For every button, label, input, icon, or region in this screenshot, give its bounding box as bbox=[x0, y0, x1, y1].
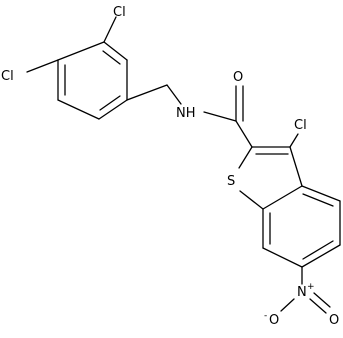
bond bbox=[203, 111, 237, 122]
atom-label-nh: NH bbox=[176, 106, 196, 121]
bond bbox=[98, 99, 128, 120]
dichlorophenyl-ring bbox=[57, 41, 128, 120]
bond bbox=[166, 84, 182, 105]
atom-label-s: S bbox=[227, 174, 235, 189]
charge-label-n-plus: + bbox=[307, 282, 315, 292]
bond bbox=[103, 41, 128, 61]
bond bbox=[301, 185, 341, 202]
bond bbox=[26, 59, 59, 73]
bond bbox=[239, 190, 264, 210]
bond bbox=[302, 193, 334, 207]
bond bbox=[262, 247, 303, 268]
bond bbox=[102, 50, 121, 65]
bond bbox=[301, 244, 341, 268]
bond bbox=[126, 84, 168, 101]
bond bbox=[103, 16, 117, 43]
charge-label-o-minus: - bbox=[264, 311, 267, 321]
atom-label-n-nitro: N bbox=[297, 285, 307, 300]
benzothiophene-core bbox=[238, 146, 341, 268]
atom-label-o-nitro-right: O bbox=[329, 313, 339, 328]
bond bbox=[235, 120, 253, 148]
bond bbox=[57, 41, 105, 61]
bond bbox=[57, 99, 100, 120]
bond bbox=[289, 146, 303, 187]
bond bbox=[309, 298, 327, 314]
bond bbox=[262, 185, 303, 210]
bond bbox=[280, 298, 295, 312]
bond bbox=[99, 95, 121, 111]
bond bbox=[313, 292, 331, 308]
atom-label-o-nitro-left: O bbox=[269, 313, 279, 328]
bond bbox=[289, 133, 299, 148]
atom-label-o-carbonyl: O bbox=[233, 70, 243, 85]
bond bbox=[238, 146, 253, 169]
bond bbox=[302, 240, 334, 260]
atom-label-cl-thiophene: Cl bbox=[294, 118, 307, 133]
atom-label-cl-top: Cl bbox=[113, 5, 126, 20]
atom-label-cl-left: Cl bbox=[1, 69, 14, 84]
